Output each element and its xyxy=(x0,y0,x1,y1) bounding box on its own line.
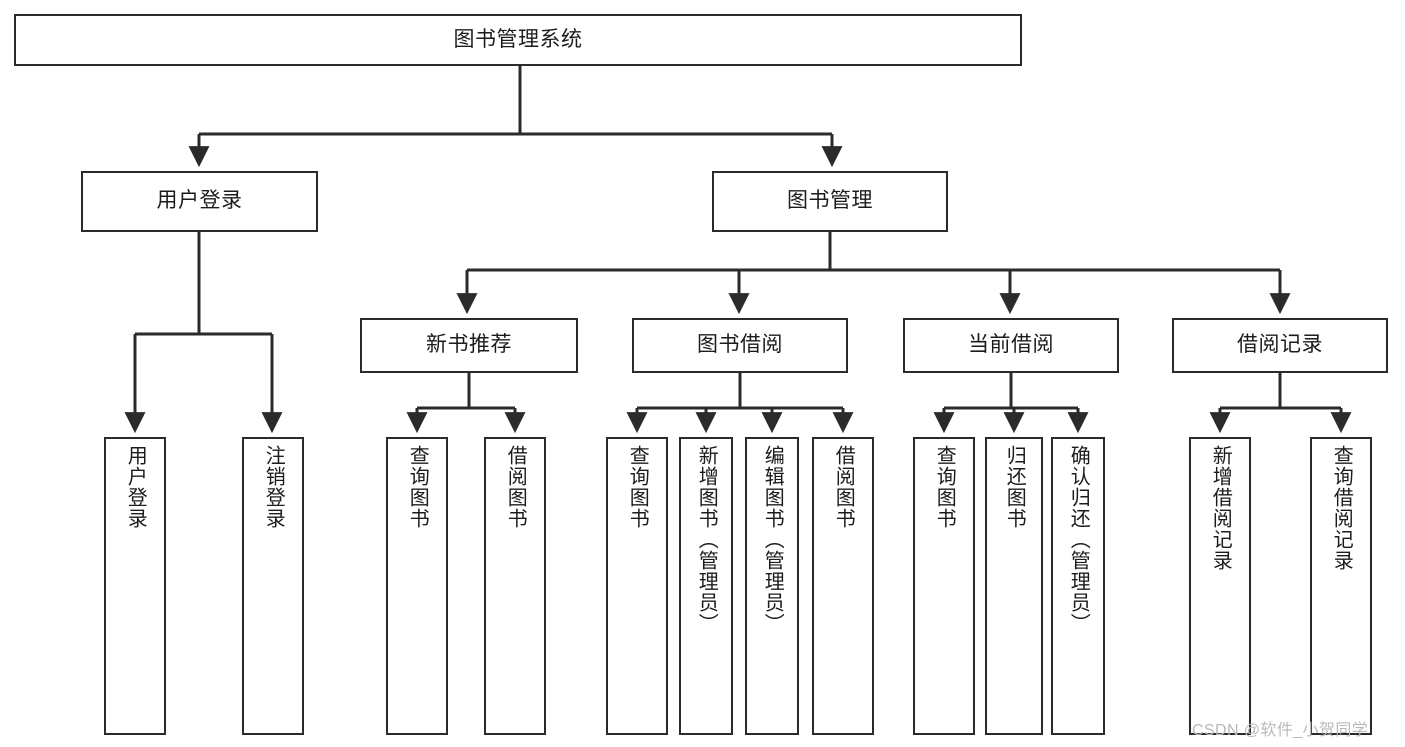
node-leaf-borrow-book-2[interactable]: 借阅图书 xyxy=(812,437,874,735)
node-leaf-edit-book-admin-label: 编辑图书（管理员） xyxy=(761,445,784,634)
node-borrow-record-label: 借阅记录 xyxy=(1237,333,1323,357)
node-book-manage-label: 图书管理 xyxy=(787,189,873,213)
csdn-watermark: CSDN @软件_小贺同学 xyxy=(1192,722,1369,739)
node-leaf-edit-book-admin[interactable]: 编辑图书（管理员） xyxy=(745,437,799,735)
node-leaf-add-borrow-record-label: 新增借阅记录 xyxy=(1209,445,1232,571)
node-leaf-user-logout-label: 注销登录 xyxy=(262,445,285,529)
node-leaf-user-logout[interactable]: 注销登录 xyxy=(242,437,304,735)
node-book-manage[interactable]: 图书管理 xyxy=(712,171,948,232)
node-leaf-query-book-3-label: 查询图书 xyxy=(933,445,956,529)
node-leaf-user-login-label: 用户登录 xyxy=(124,445,147,529)
node-user-login-label: 用户登录 xyxy=(156,189,243,213)
node-leaf-add-book-admin-label: 新增图书（管理员） xyxy=(695,445,718,634)
node-root[interactable]: 图书管理系统 xyxy=(14,14,1022,66)
node-leaf-query-book-1[interactable]: 查询图书 xyxy=(386,437,448,735)
node-leaf-query-book-2-label: 查询图书 xyxy=(626,445,649,529)
node-leaf-confirm-return-admin[interactable]: 确认归还（管理员） xyxy=(1051,437,1105,735)
node-user-login[interactable]: 用户登录 xyxy=(81,171,318,232)
node-leaf-return-book-label: 归还图书 xyxy=(1003,445,1026,529)
node-leaf-query-book-3[interactable]: 查询图书 xyxy=(913,437,975,735)
node-book-borrow-label: 图书借阅 xyxy=(697,333,783,357)
node-leaf-query-borrow-record-label: 查询借阅记录 xyxy=(1330,445,1353,571)
node-book-borrow[interactable]: 图书借阅 xyxy=(632,318,848,373)
node-leaf-user-login[interactable]: 用户登录 xyxy=(104,437,166,735)
node-leaf-add-borrow-record[interactable]: 新增借阅记录 xyxy=(1189,437,1251,735)
node-leaf-borrow-book-2-label: 借阅图书 xyxy=(832,445,855,529)
node-leaf-query-borrow-record[interactable]: 查询借阅记录 xyxy=(1310,437,1372,735)
node-borrow-record[interactable]: 借阅记录 xyxy=(1172,318,1388,373)
node-leaf-borrow-book-1[interactable]: 借阅图书 xyxy=(484,437,546,735)
node-leaf-confirm-return-admin-label: 确认归还（管理员） xyxy=(1067,445,1090,634)
node-new-book-recommend[interactable]: 新书推荐 xyxy=(360,318,578,373)
node-leaf-query-book-2[interactable]: 查询图书 xyxy=(606,437,668,735)
node-leaf-add-book-admin[interactable]: 新增图书（管理员） xyxy=(679,437,733,735)
node-leaf-borrow-book-1-label: 借阅图书 xyxy=(504,445,527,529)
node-root-label: 图书管理系统 xyxy=(453,27,583,51)
node-current-borrow-label: 当前借阅 xyxy=(968,333,1054,357)
node-leaf-return-book[interactable]: 归还图书 xyxy=(985,437,1043,735)
node-current-borrow[interactable]: 当前借阅 xyxy=(903,318,1119,373)
node-new-book-recommend-label: 新书推荐 xyxy=(426,333,512,357)
node-leaf-query-book-1-label: 查询图书 xyxy=(406,445,429,529)
